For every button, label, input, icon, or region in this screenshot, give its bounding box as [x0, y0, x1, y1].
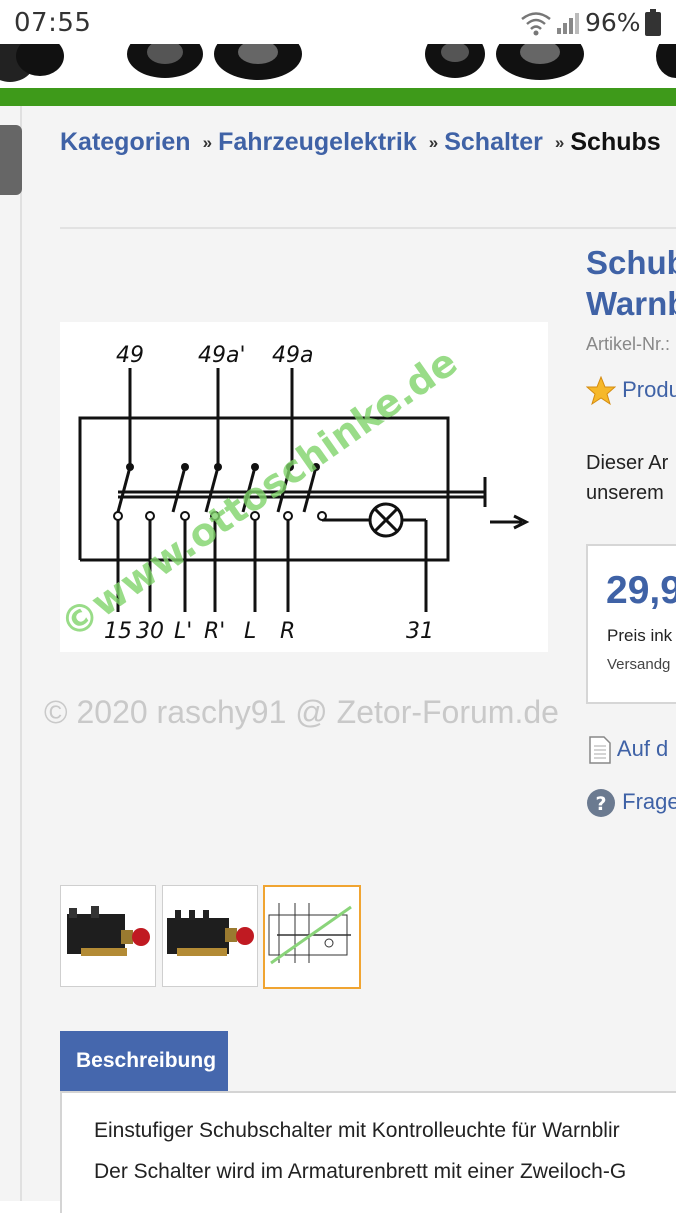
breadcrumb-separator-icon: »: [202, 133, 213, 152]
battery-percent: 96%: [585, 8, 641, 37]
document-icon: [589, 736, 611, 764]
breadcrumb-item-fahrzeugelektrik[interactable]: Fahrzeugelektrik: [218, 128, 417, 156]
product-main-image[interactable]: 49 49a' 49a 15 30 L' R' L R 31 ©www.otto…: [52, 322, 548, 652]
price: 29,9: [606, 569, 676, 612]
divider: [60, 227, 676, 229]
diagram-label-49a-prime: 49a': [198, 343, 246, 368]
price-shipping-note[interactable]: Versandg: [607, 656, 671, 673]
status-time: 07:55: [14, 8, 92, 38]
thumbnail-3-selected[interactable]: [263, 885, 361, 989]
page-content: [0, 106, 676, 1201]
diagram-label-15: 15: [104, 619, 132, 644]
star-icon: [585, 375, 617, 406]
banner-tyres-image: [0, 44, 676, 82]
product-title-line-2: Warnb: [586, 285, 676, 322]
breadcrumb-item-kategorien[interactable]: Kategorien: [60, 128, 191, 156]
diagram-label-l: L: [244, 619, 256, 644]
article-number-label: Artikel-Nr.:: [586, 334, 671, 354]
photo-watermark: © 2020 raschy91 @ Zetor-Forum.de: [44, 694, 559, 730]
wifi-icon: [521, 12, 551, 36]
wiring-diagram: 49 49a' 49a 15 30 L' R' L R 31 ©www.otto…: [52, 340, 530, 648]
header-green-bar: [0, 88, 676, 106]
question-icon: ?: [587, 789, 615, 817]
breadcrumb-current: Schubs: [570, 128, 661, 156]
review-link-label: Produ: [622, 376, 676, 402]
price-tax-note: Preis ink: [607, 626, 673, 645]
diagram-label-49: 49: [116, 343, 144, 368]
status-bar: [0, 0, 676, 44]
link-label: Auf d: [616, 736, 669, 761]
left-rail: [20, 106, 22, 1201]
thumbnail-1[interactable]: [60, 885, 156, 987]
breadcrumb-separator-icon: »: [428, 133, 439, 152]
diagram-label-49a: 49a: [272, 343, 313, 368]
diagram-watermark: ©www.ottoschinke.de: [60, 340, 465, 648]
wiring-diagram-thumbnail-image: [268, 903, 352, 965]
wishlist-link[interactable]: Auf d: [588, 736, 668, 764]
question-link[interactable]: ? Frage: [586, 788, 676, 818]
diagram-label-r-prime: R': [204, 619, 225, 644]
thumbnail-2[interactable]: [162, 885, 258, 987]
breadcrumb: Kategorien » Fahrzeugelektrik » Schalter » Sch…: [60, 128, 661, 157]
tab-beschreibung[interactable]: [60, 1031, 228, 1091]
switch-photo-image: [167, 910, 254, 956]
cellular-signal-icon: [557, 13, 579, 34]
diagram-label-31: 31: [406, 619, 434, 644]
description-panel: [60, 1091, 676, 1213]
short-description-line-2: unserem: [586, 482, 664, 504]
breadcrumb-separator-icon: »: [554, 133, 565, 152]
diagram-label-r: R: [280, 619, 295, 644]
diagram-label-30: 30: [136, 619, 164, 644]
header-banner: [0, 44, 676, 90]
product-title: Schub: [586, 244, 676, 281]
breadcrumb-item-schalter[interactable]: Schalter: [444, 128, 543, 156]
review-link[interactable]: Produ: [585, 375, 676, 406]
tab-beschreibung-label: Beschreibung: [76, 1049, 217, 1072]
diagram-label-l-prime: L': [174, 619, 192, 644]
battery-icon: [645, 9, 661, 36]
description-text: Der Schalter wird im Armaturenbrett mit …: [94, 1160, 627, 1183]
price-box: [586, 544, 676, 704]
link-label: Frage: [622, 788, 676, 814]
svg-text:?: ?: [595, 793, 606, 815]
switch-photo-image: [67, 906, 150, 956]
description-text: Einstufiger Schubschalter mit Kontrolleu…: [94, 1119, 620, 1142]
sidebar-toggle[interactable]: [0, 125, 22, 195]
short-description: Dieser Ar: [586, 452, 669, 474]
